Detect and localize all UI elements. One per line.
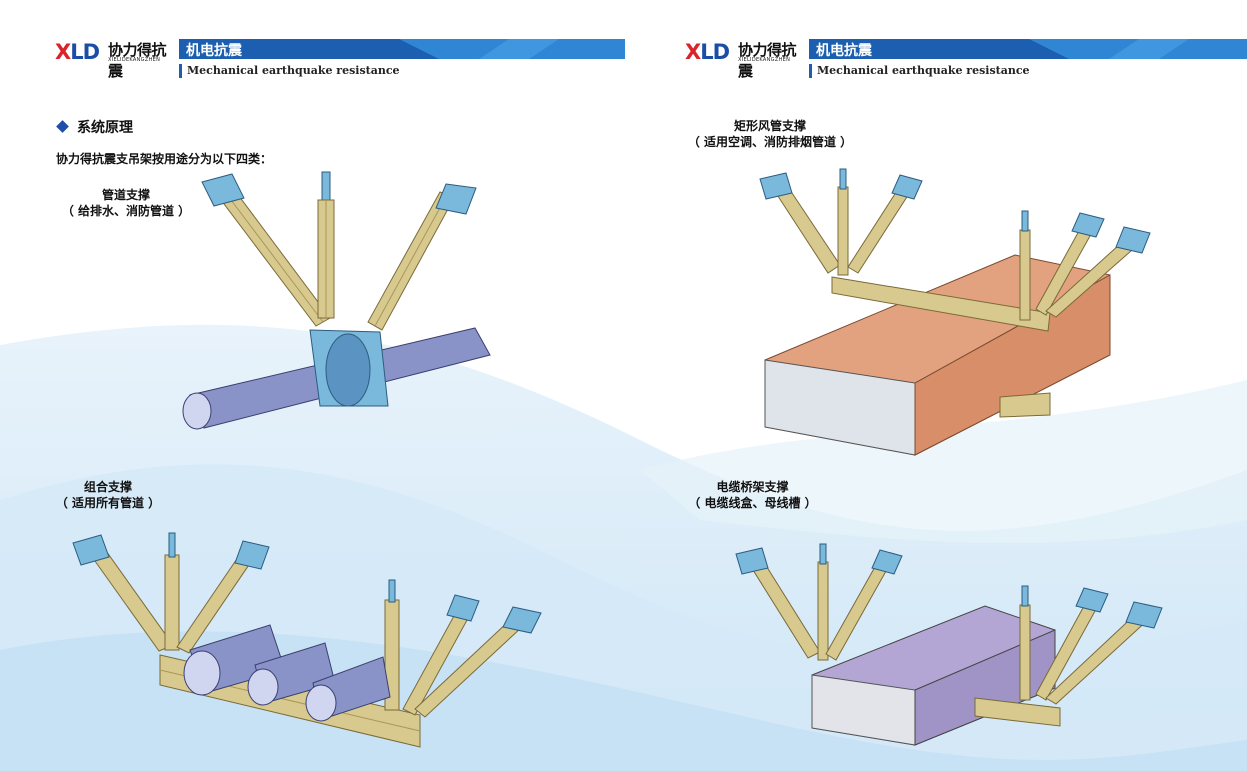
bottom-channel [974,697,1061,727]
caption-cable-support: 电缆桥架支撑 （ 电缆线盒、母线槽 ） [680,479,825,511]
top-channel [831,276,1051,332]
logo-name: 协力得抗震 [108,41,167,80]
company-logo: XLD 协力得抗震 XIELIDEKANGZHEN [685,38,805,80]
header-subtitle: Mechanical earthquake resistance [179,64,400,78]
logo-name: 协力得抗震 [738,41,797,80]
support-struts [735,543,1163,705]
caption-title: 矩形风管支撑 [733,119,806,133]
ceiling-bracket-right [435,183,477,215]
diagonal-strut-left [214,183,331,327]
logo-mark: XLD [55,40,100,64]
bottom-channel [999,392,1051,418]
pipes [183,624,391,722]
support-struts-left [72,532,270,654]
section-title-text: 系统原理 [77,120,133,136]
caption-duct-support: 矩形风管支撑 （ 适用空调、消防排烟管道 ） [680,118,860,150]
support-struts [759,168,1151,321]
caption-sub: （ 适用所有管道 ） [55,496,161,510]
cable-tray-support-illustration [735,543,1163,746]
header-band [809,39,1247,59]
duct-support-illustration [759,168,1151,456]
caption-sub: （ 适用空调、消防排烟管道 ） [687,135,853,149]
header-subtitle: Mechanical earthquake resistance [809,64,1030,78]
caption-title: 组合支撑 [83,480,132,494]
intro-text: 协力得抗震支吊架按用途分为以下四类： [56,152,273,166]
section-title: 系统原理 [56,117,133,137]
caption-sub: （ 电缆线盒、母线槽 ） [688,496,817,510]
caption-pipe-support: 管道支撑 （ 给排水、消防管道 ） [56,187,196,219]
header-band [179,39,625,59]
support-struts-right [384,579,542,718]
logo-mark: XLD [685,40,730,64]
pipe-support-illustration [182,171,491,430]
company-logo: XLD 协力得抗震 XIELIDEKANGZHEN [55,38,175,80]
caption-combo-support: 组合支撑 （ 适用所有管道 ） [48,479,168,511]
diagonal-strut-right [367,191,455,331]
band-title: 机电抗震 [186,43,242,59]
logo-pinyin: XIELIDEKANGZHEN [738,57,791,63]
caption-title: 电缆桥架支撑 [716,480,789,494]
left-header: XLD 协力得抗震 XIELIDEKANGZHEN 机电抗震 Mechanica… [55,38,625,82]
vertical-strut [317,171,335,319]
logo-pinyin: XIELIDEKANGZHEN [108,57,161,63]
diamond-bullet-icon [56,120,69,133]
caption-title: 管道支撑 [101,188,150,202]
ceiling-bracket-left [201,173,245,207]
band-title: 机电抗震 [816,43,872,59]
combo-support-illustration [72,532,542,748]
caption-sub: （ 给排水、消防管道 ） [61,204,191,218]
right-header: XLD 协力得抗震 XIELIDEKANGZHEN 机电抗震 Mechanica… [685,38,1247,82]
pipe-clamp [309,329,389,407]
